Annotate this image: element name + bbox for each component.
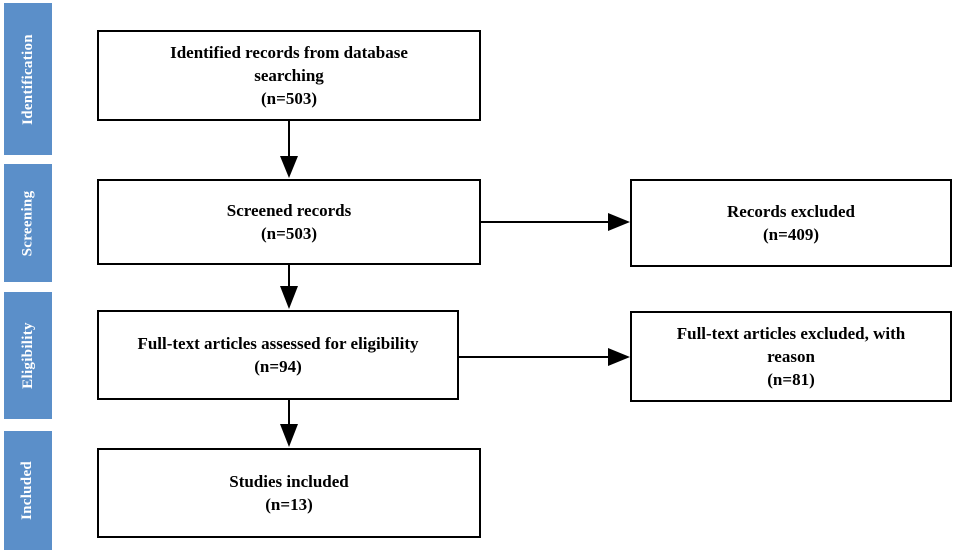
identified-records-box: Identified records from database searchi…	[97, 30, 481, 121]
studies-included-text: Studies included	[229, 472, 349, 491]
fulltext-excluded-count: (n=81)	[767, 370, 815, 389]
phase-screening: Screening	[4, 164, 52, 282]
phase-identification: Identification	[4, 3, 52, 155]
arrowhead-screened-to-fulltext	[280, 286, 298, 309]
fulltext-excluded-text-1: Full-text articles excluded, with	[676, 324, 906, 343]
fulltext-assessed-text: Full-text articles assessed for eligibil…	[137, 334, 419, 353]
screened-records-text: Screened records	[226, 201, 352, 220]
fulltext-assessed-count: (n=94)	[254, 357, 302, 376]
phase-included: Included	[4, 431, 52, 550]
screened-records-box: Screened records (n=503)	[97, 179, 481, 265]
identified-records-text-2: searching	[254, 66, 324, 85]
identified-records-text-1: Identified records from database	[170, 43, 408, 62]
identified-records-count: (n=503)	[261, 89, 317, 108]
fulltext-excluded-box: Full-text articles excluded, with reason…	[630, 311, 952, 402]
phase-eligibility: Eligibility	[4, 292, 52, 419]
screened-records-count: (n=503)	[261, 224, 317, 243]
records-excluded-count: (n=409)	[763, 225, 819, 244]
arrowhead-fulltext-to-included	[280, 424, 298, 447]
records-excluded-text: Records excluded	[727, 202, 855, 221]
studies-included-box: Studies included (n=13)	[97, 448, 481, 538]
arrowhead-identified-to-screened	[280, 156, 298, 178]
fulltext-assessed-box: Full-text articles assessed for eligibil…	[97, 310, 459, 400]
arrowhead-fulltext-to-fulltext-excluded	[608, 348, 630, 366]
studies-included-count: (n=13)	[265, 495, 313, 514]
fulltext-excluded-text-2: reason	[767, 347, 815, 366]
arrowhead-screened-to-excluded	[608, 213, 630, 231]
records-excluded-box: Records excluded (n=409)	[630, 179, 952, 267]
